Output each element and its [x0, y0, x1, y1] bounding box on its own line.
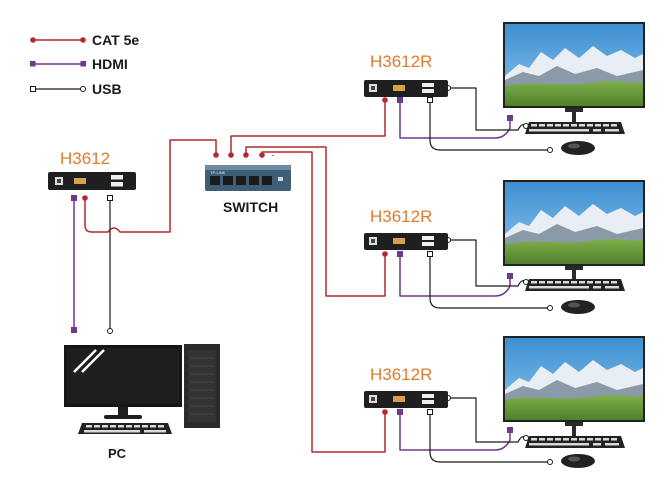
keyboard-icon: [525, 279, 625, 291]
monitor-icon: [503, 336, 645, 440]
receiver-2: H3612R: [364, 207, 448, 250]
legend-hdmi-label: HDMI: [92, 56, 128, 72]
pc-keyboard-icon: [78, 423, 172, 434]
pc-label: PC: [108, 446, 127, 461]
monitor-icon: [503, 180, 645, 284]
transmitter-model-label: H3612: [60, 149, 110, 168]
pc-monitor-icon: [64, 345, 182, 419]
legend-usb-line: [30, 86, 86, 92]
cable-hdmi-rx3-monitor: [399, 412, 511, 451]
switch-label: SWITCH: [223, 199, 278, 215]
mouse-icon: [561, 141, 595, 155]
cable-usb-rx1-keyboard: [429, 100, 550, 151]
keyboard-icon: [525, 122, 625, 134]
transmitter-device: [48, 172, 136, 190]
receiver-model-label: H3612R: [370, 52, 432, 71]
workstation-1: [503, 22, 645, 155]
cable-cat5e-tx-switch: [84, 139, 217, 233]
cables: [73, 87, 550, 463]
keyboard-icon: [525, 436, 625, 448]
legend: CAT 5e HDMI USB: [30, 32, 139, 97]
cable-cat5e-switch-rx2: [245, 146, 386, 297]
receiver-3: H3612R: [364, 365, 448, 408]
legend-hdmi-line: [30, 61, 86, 67]
receiver-device: [364, 233, 448, 250]
cable-cat5e-switch-rx1: [230, 100, 386, 155]
receiver-model-label: H3612R: [370, 207, 432, 226]
receiver-device: [364, 391, 448, 408]
legend-usb-label: USB: [92, 81, 122, 97]
cable-usb-rx3-keyboard: [429, 412, 550, 463]
network-switch: TP-LINK: [205, 165, 291, 191]
workstation-3: [503, 336, 645, 468]
pc-workstation: [64, 344, 220, 434]
cable-hdmi-rx2-monitor: [399, 254, 511, 297]
mouse-icon: [561, 300, 595, 314]
receiver-model-label: H3612R: [370, 365, 432, 384]
pc-tower-icon: [184, 344, 220, 428]
legend-cat5e-label: CAT 5e: [92, 32, 139, 48]
monitor-icon: [503, 22, 645, 126]
switch-brand-label: TP-LINK: [210, 170, 226, 175]
cable-usb-rx2-keyboard: [429, 254, 550, 309]
mouse-icon: [561, 454, 595, 468]
receiver-device: [364, 80, 448, 97]
receiver-1: H3612R: [364, 52, 448, 97]
legend-cat5e-line: [30, 37, 86, 43]
cable-hdmi-rx1-monitor: [399, 100, 511, 139]
workstation-2: [503, 180, 645, 314]
